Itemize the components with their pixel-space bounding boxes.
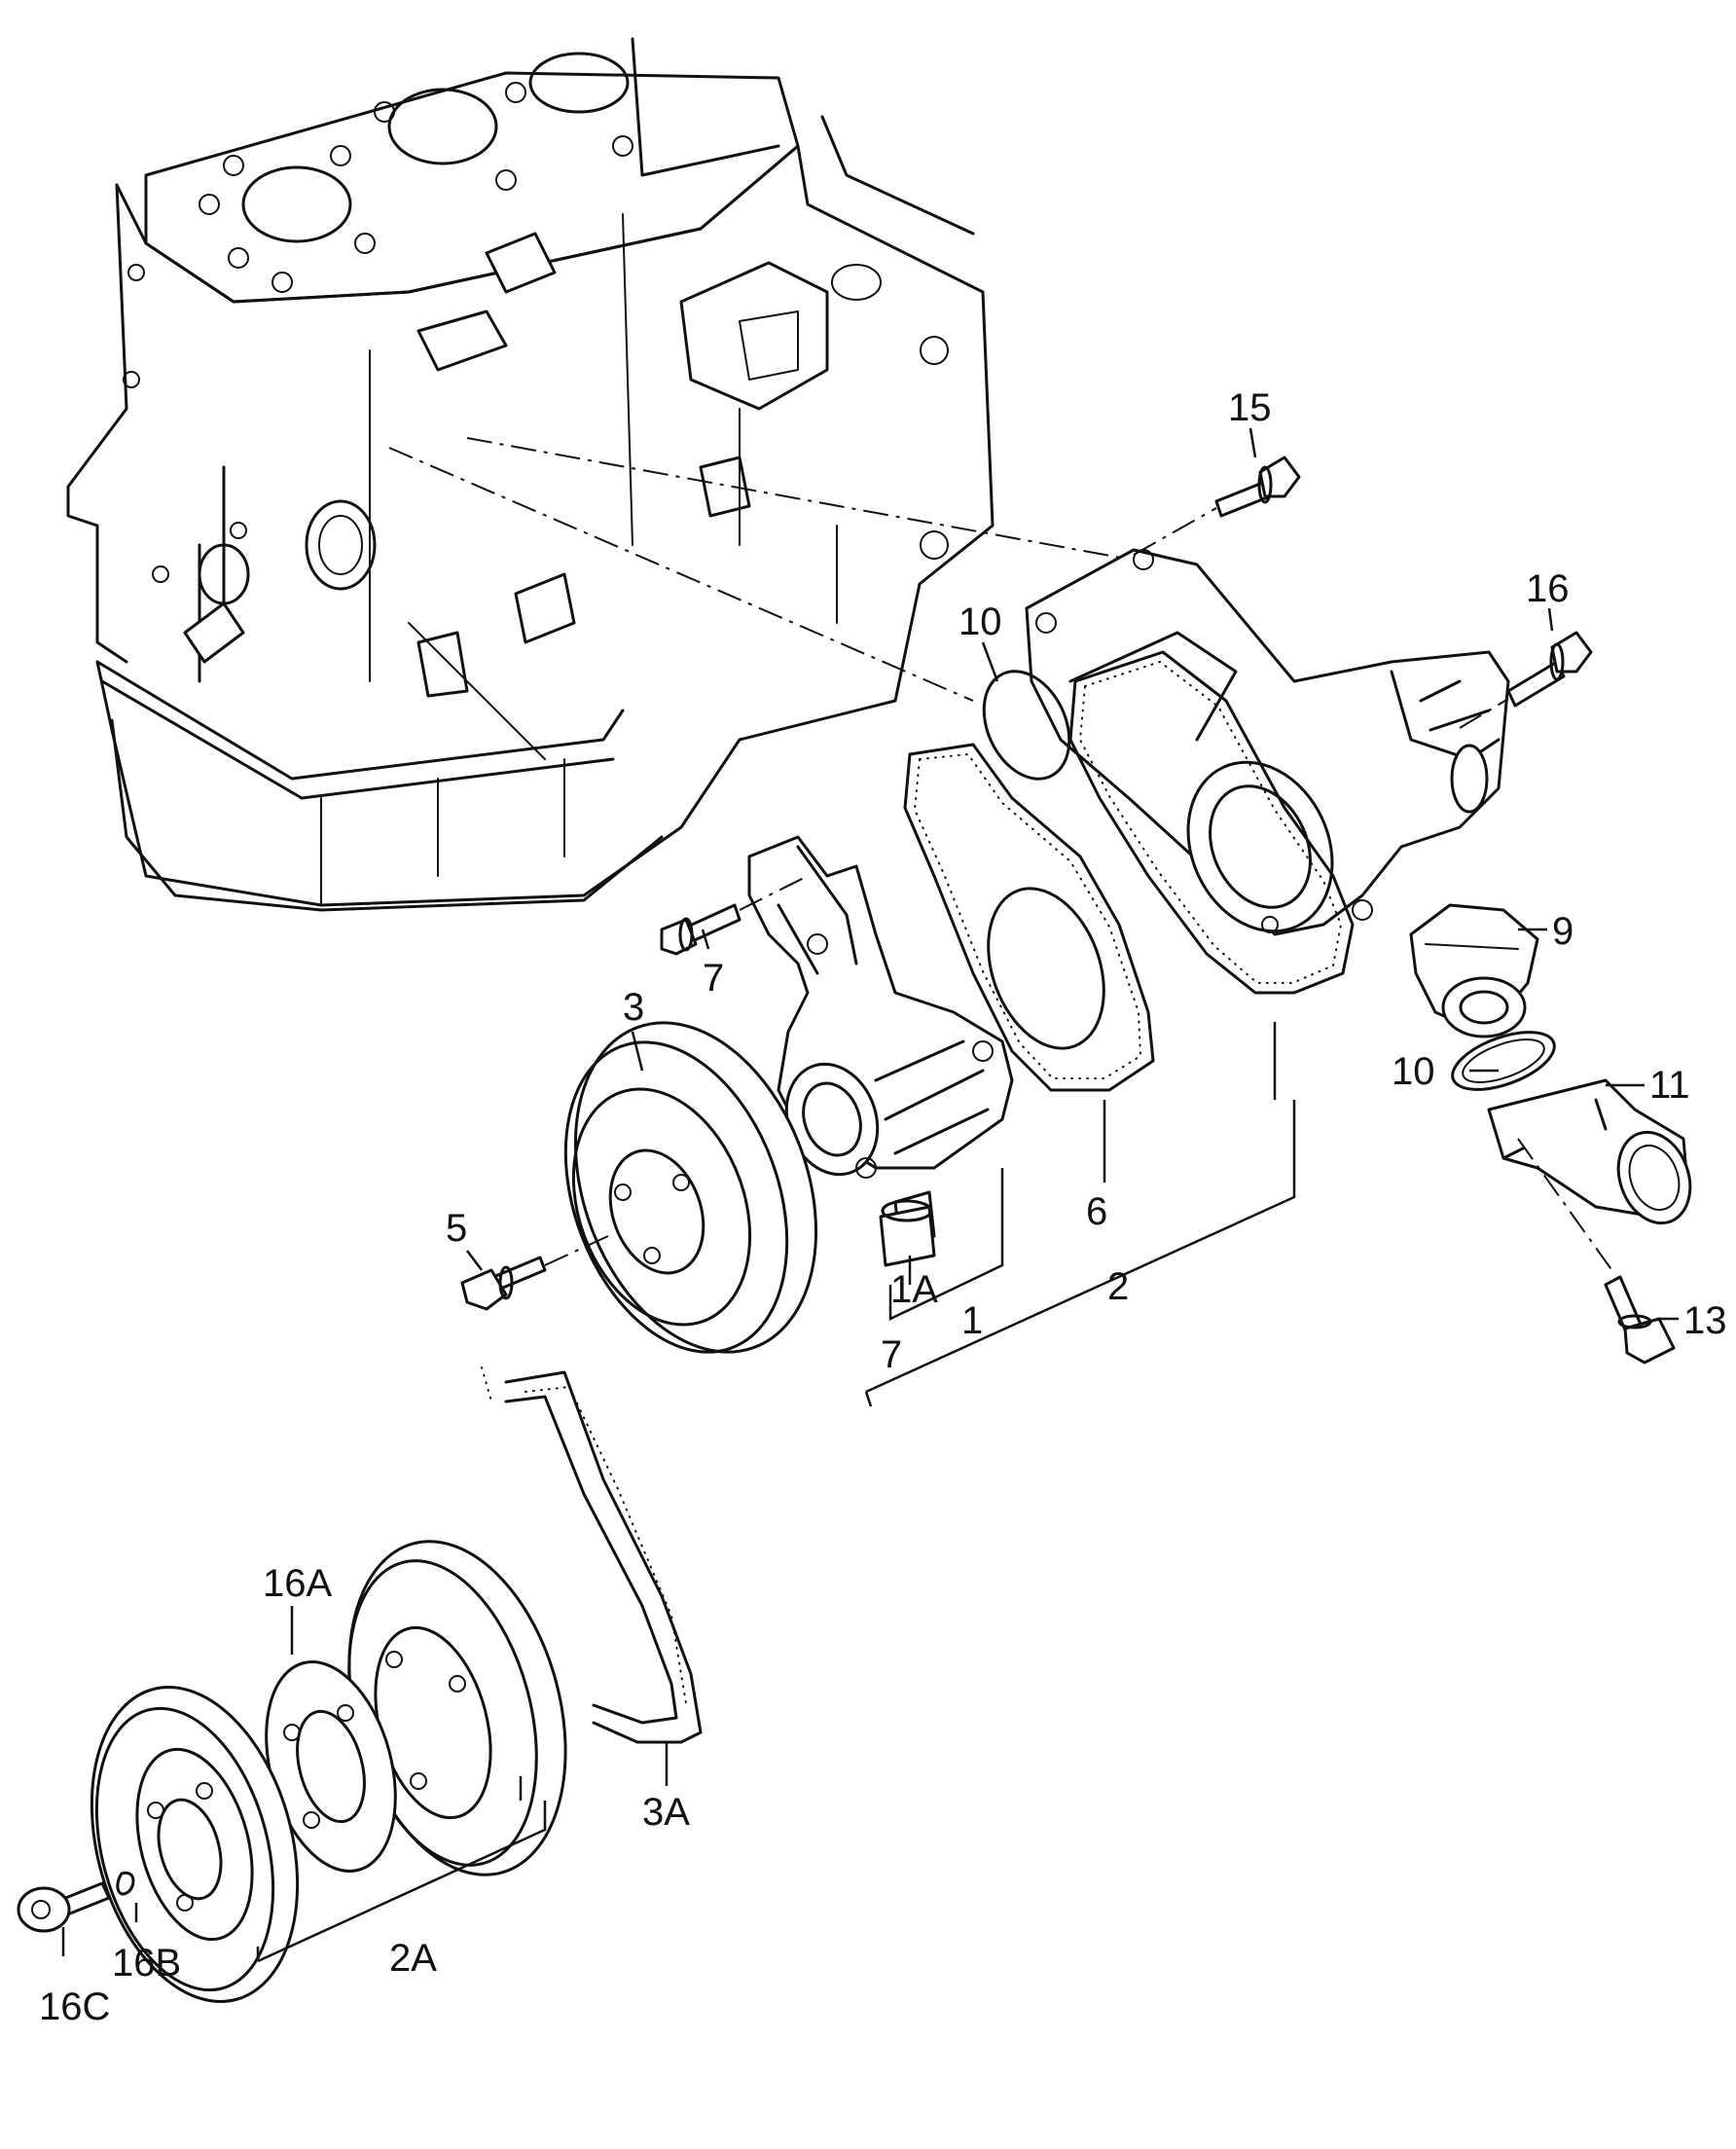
label-9: 9 xyxy=(1552,910,1573,953)
water-pump xyxy=(747,835,1014,1179)
label-7-lower: 7 xyxy=(881,1333,902,1376)
o-ring-lower xyxy=(1451,1031,1556,1091)
washer-16b xyxy=(116,1871,135,1896)
label-13: 13 xyxy=(1683,1299,1727,1342)
coolant-flange xyxy=(1487,1078,1692,1225)
label-3: 3 xyxy=(623,986,644,1029)
pump-gasket xyxy=(903,743,1155,1092)
label-16b: 16B xyxy=(112,1942,181,1985)
o-ring-upper xyxy=(982,670,1071,781)
pulley-2a-small xyxy=(90,1686,300,2003)
label-11: 11 xyxy=(1649,1064,1690,1107)
label-1a: 1A xyxy=(890,1268,938,1311)
label-16a: 16A xyxy=(263,1562,332,1605)
bolt-7-upper xyxy=(660,903,741,956)
pulley-3 xyxy=(563,1021,818,1354)
label-5: 5 xyxy=(446,1207,467,1250)
label-16: 16 xyxy=(1526,567,1570,610)
thermostat xyxy=(1409,903,1539,1038)
coolant-housing xyxy=(1025,548,1510,936)
bolt-16c xyxy=(17,1881,111,1933)
label-10-upper: 10 xyxy=(958,601,1002,643)
label-3a: 3A xyxy=(642,1791,690,1834)
callout-labels: 15 16 10 9 10 11 13 7 3 5 6 1A 1 2 7 16A… xyxy=(39,386,1727,2028)
engine-block xyxy=(66,37,1159,912)
label-6: 6 xyxy=(1086,1190,1107,1233)
label-10-lower: 10 xyxy=(1392,1050,1435,1093)
label-7-upper: 7 xyxy=(703,957,724,1000)
label-1: 1 xyxy=(961,1299,983,1342)
v-belt-3a xyxy=(481,1366,703,1744)
bolt-15 xyxy=(1214,455,1301,518)
plug-1a xyxy=(879,1190,936,1267)
label-2a: 2A xyxy=(389,1937,437,1980)
label-15: 15 xyxy=(1228,386,1272,429)
bolt-13 xyxy=(1604,1275,1676,1365)
bolt-16 xyxy=(1506,631,1593,708)
gasket-6 xyxy=(1068,650,1355,995)
bolt-5 xyxy=(460,1256,547,1311)
leader-lines xyxy=(61,427,1679,1963)
label-2: 2 xyxy=(1107,1265,1129,1308)
label-16c: 16C xyxy=(39,1985,110,2028)
